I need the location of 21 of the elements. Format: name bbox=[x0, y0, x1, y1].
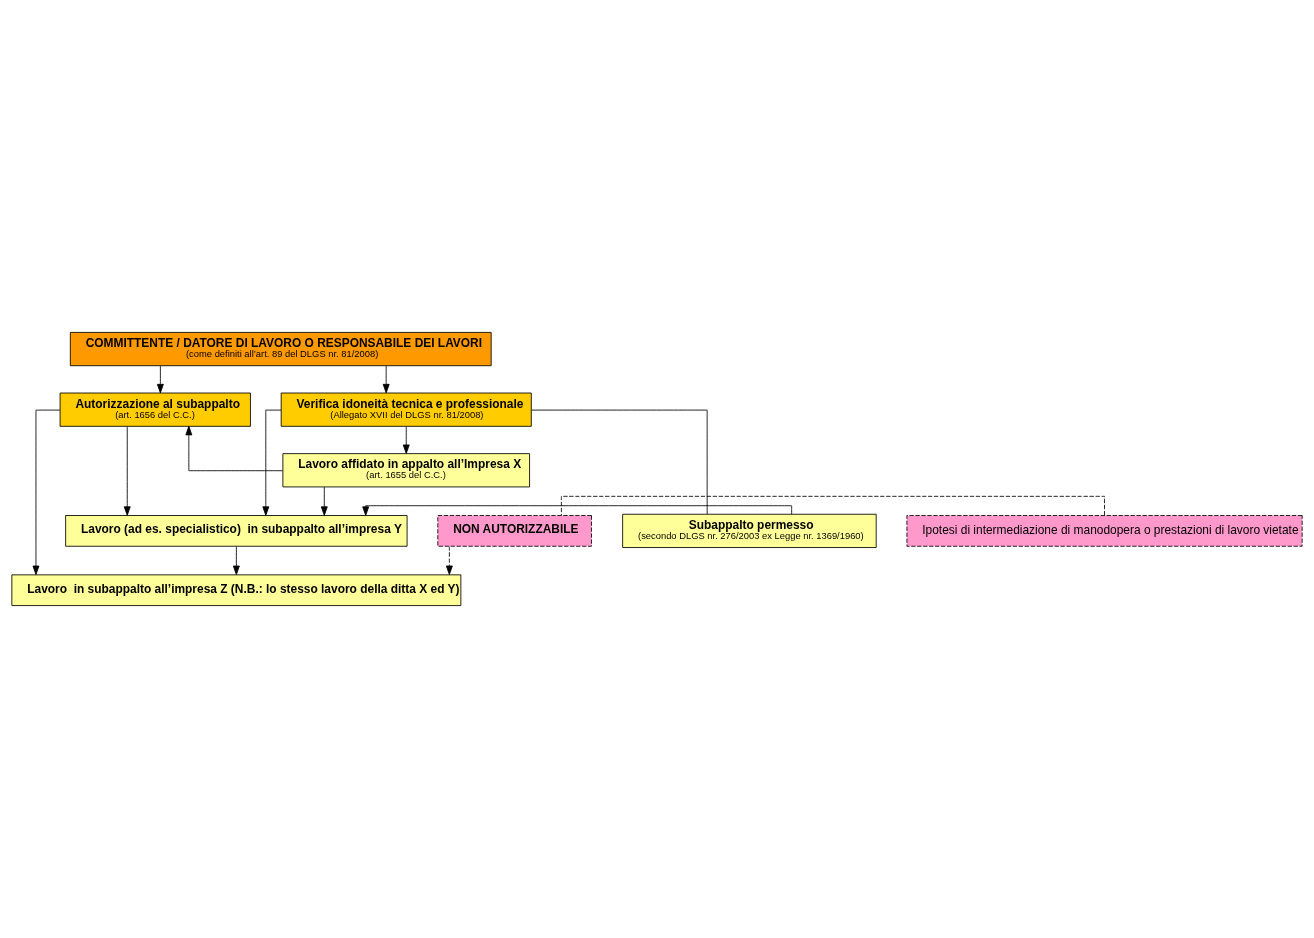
node-box: Lavoro in subappalto all’impresa Z (N.B.: lo stesso lavoro della ditta X ed Y) bbox=[11, 574, 462, 606]
node-box: Lavoro affidato in appalto all’Impresa X (art. 1655 del C.C.) bbox=[282, 453, 530, 488]
arrow bbox=[362, 505, 793, 516]
node-box: NON AUTORIZZABILE bbox=[437, 515, 592, 547]
node-box: Verifica idoneità tecnica e professionale (Allegato XVII del DLGS nr. 81/2008) bbox=[280, 392, 532, 427]
arrow bbox=[32, 409, 61, 575]
connector bbox=[531, 409, 708, 515]
arrow bbox=[123, 426, 131, 516]
arrow bbox=[445, 546, 453, 575]
node-box: Lavoro (ad es. specialistico) in subappalto all’impresa Y bbox=[65, 515, 408, 547]
arrow bbox=[382, 365, 390, 394]
node-box: Ipotesi di intermediazione di manodopera o prestazioni di lavoro vietate bbox=[906, 515, 1303, 547]
connector bbox=[560, 495, 1105, 516]
node-box: COMMITTENTE / DATORE DI LAVORO O RESPONSABILE DEI LAVORI (come definiti all’art. 89 del DLGS nr. 81/2008) bbox=[69, 332, 492, 367]
arrow bbox=[156, 365, 164, 394]
arrow bbox=[185, 425, 284, 472]
arrow bbox=[320, 486, 328, 516]
arrow bbox=[402, 426, 410, 454]
node-box: Autorizzazione al subappalto (art. 1656 del C.C.) bbox=[59, 392, 251, 427]
arrow bbox=[232, 546, 240, 575]
node-box: Subappalto permesso (secondo DLGS nr. 276/2003 ex Legge nr. 1369/1960) bbox=[622, 513, 877, 548]
